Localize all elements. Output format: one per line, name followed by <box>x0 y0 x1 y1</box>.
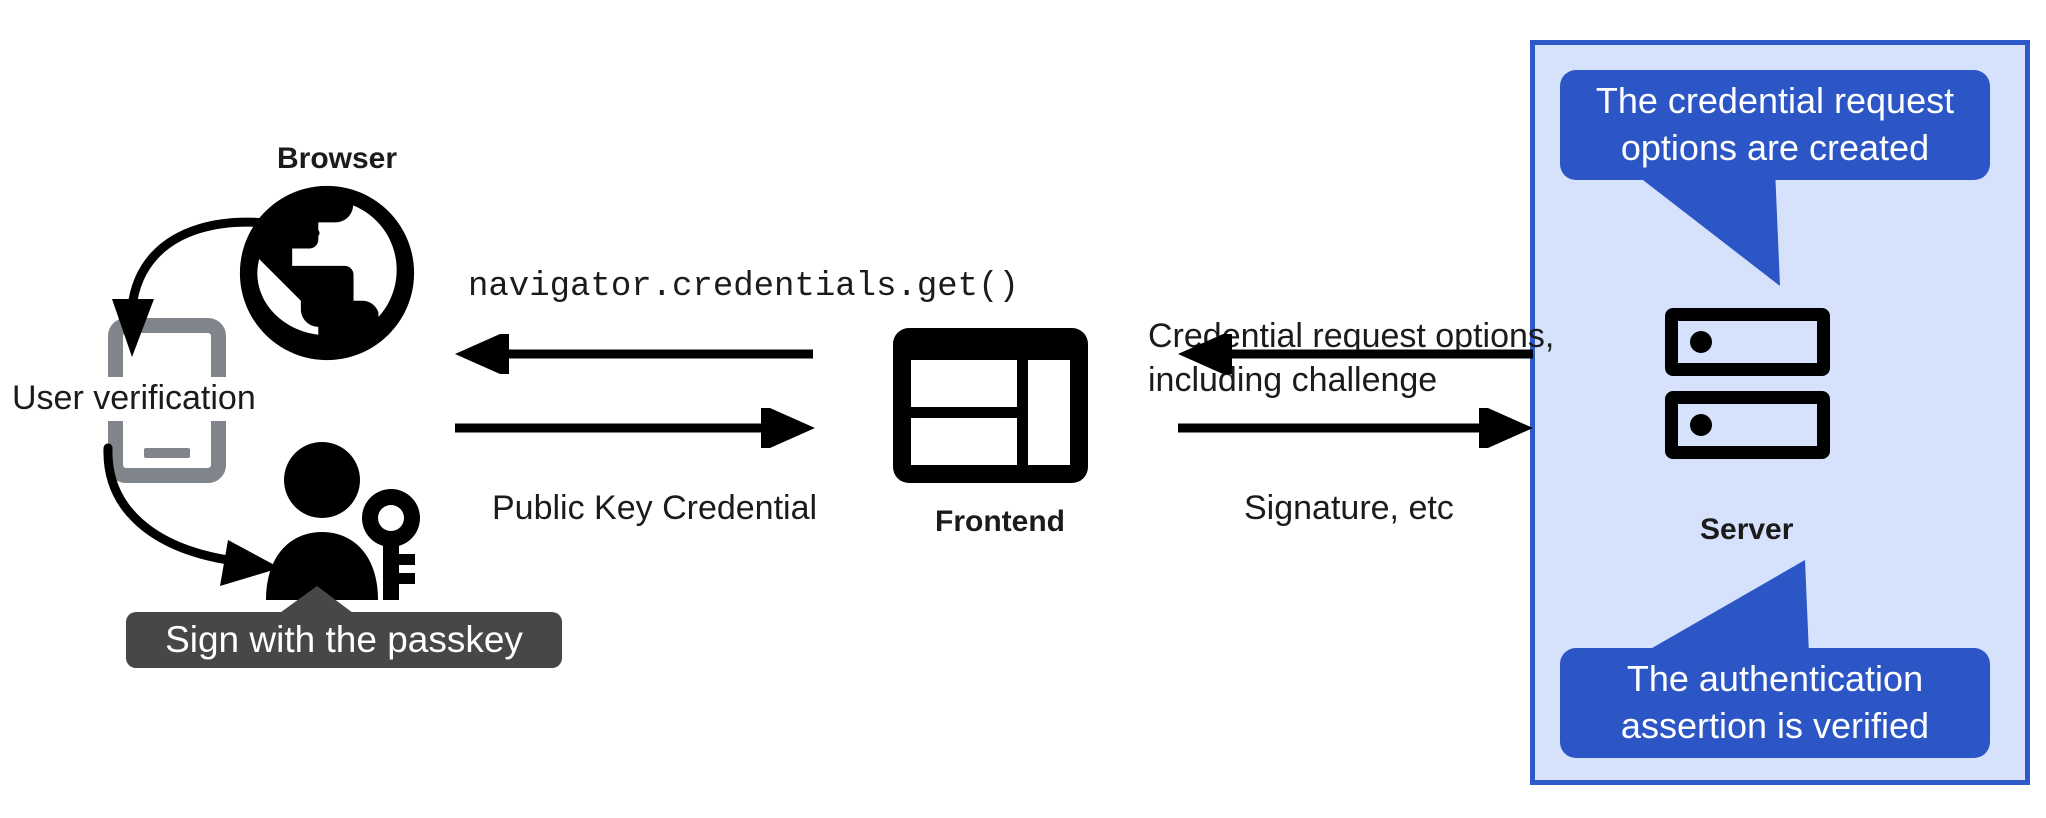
phone-home-bar <box>144 448 190 458</box>
browser-to-phone-arrow <box>112 217 320 357</box>
web-layout-icon <box>893 328 1088 483</box>
public-key-credential-label: Public Key Credential <box>492 489 818 527</box>
frontend-pane-right <box>1028 360 1070 465</box>
passkey-tooltip: Sign with the passkey <box>126 612 562 668</box>
person-with-key-icon <box>266 442 420 600</box>
server-callout-top-text: The credential request options are creat… <box>1595 80 1955 168</box>
frontend-pane-top <box>911 360 1017 407</box>
server-led-top <box>1690 331 1712 353</box>
server-callout-bottom-text: The authentication assertion is verified <box>1620 658 1930 746</box>
server-callout-top-tail <box>1560 168 1780 286</box>
frontend-pane-bottom <box>911 418 1017 465</box>
server-unit-bottom <box>1665 391 1830 459</box>
mobile-phone-icon <box>108 318 226 483</box>
server-callout-bottom: The authentication assertion is verified <box>1560 648 1990 758</box>
server-unit-top <box>1665 308 1830 376</box>
frontend-label: Frontend <box>935 505 1065 538</box>
frontend-left-panes <box>911 360 1017 465</box>
server-callout-top: The credential request options are creat… <box>1560 70 1990 180</box>
user-verification-label: User verification <box>10 377 258 421</box>
server-rack-icon <box>1665 308 1830 459</box>
arrow-frontend-to-server <box>1178 408 1533 448</box>
arrow-server-to-frontend <box>1178 334 1533 374</box>
server-led-bottom <box>1690 414 1712 436</box>
phone-to-user-arrow <box>103 443 280 586</box>
navigator-get-label: navigator.credentials.get() <box>468 268 1019 306</box>
arrow-browser-to-frontend <box>455 408 815 448</box>
browser-label: Browser <box>277 142 398 175</box>
arrow-frontend-to-browser <box>455 334 813 374</box>
server-label: Server <box>1700 513 1794 546</box>
credential-request-options-label: Credential request options, including ch… <box>1148 317 1555 399</box>
signature-etc-label: Signature, etc <box>1244 489 1454 527</box>
